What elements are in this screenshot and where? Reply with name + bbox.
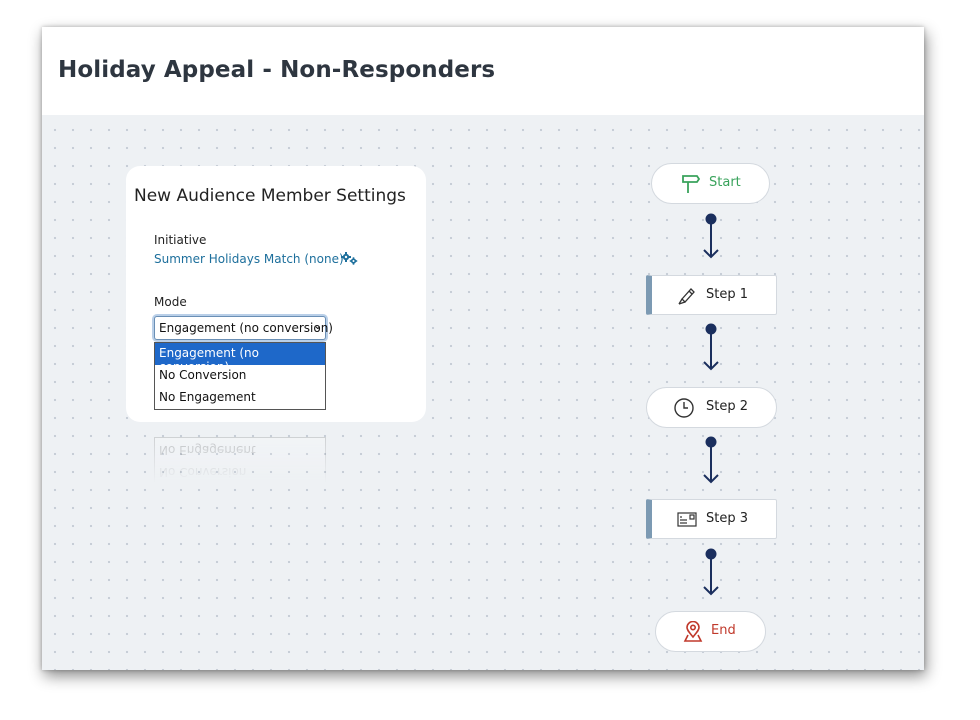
mode-select[interactable]: Engagement (no conversion) ⌄: [154, 316, 333, 340]
page-title: Holiday Appeal - Non-Responders: [58, 57, 496, 83]
connector-arrow: [703, 548, 719, 596]
app-window: Holiday Appeal - Non-Responders New Audi…: [42, 27, 924, 670]
mode-option[interactable]: Engagement (no conversion): [155, 343, 325, 374]
connector-arrow: [703, 323, 719, 371]
flow-connectors: [703, 213, 719, 596]
node-label: Step 1: [706, 287, 749, 302]
mode-dropdown: Engagement (no conversion) No Conversion…: [154, 342, 326, 410]
page-header: Holiday Appeal - Non-Responders: [42, 27, 924, 115]
mode-select-value: Engagement (no conversion): [159, 321, 333, 335]
flow-node-step-3[interactable]: Step 3: [646, 499, 777, 539]
flow-node-step-2[interactable]: Step 2: [646, 387, 777, 428]
postcard-icon: [677, 512, 697, 527]
node-label: Start: [709, 175, 741, 190]
signpost-icon: [682, 175, 701, 193]
flow-node-end[interactable]: End: [655, 611, 766, 652]
location-pin-icon: [683, 621, 703, 642]
initiative-label: Initiative: [154, 233, 207, 247]
flow-node-step-1[interactable]: Step 1: [646, 275, 777, 315]
node-label: End: [711, 623, 736, 638]
node-label: Step 3: [706, 511, 749, 526]
journey-canvas[interactable]: New Audience Member Settings Initiative …: [42, 115, 924, 670]
mode-option[interactable]: No Conversion: [159, 368, 247, 382]
pen-icon: [678, 288, 695, 305]
panel-title: New Audience Member Settings: [134, 186, 406, 206]
node-label: Step 2: [706, 399, 749, 414]
chevron-down-icon: ⌄: [313, 321, 322, 332]
initiative-link[interactable]: Summer Holidays Match (none): [154, 252, 344, 266]
audience-settings-panel: New Audience Member Settings Initiative …: [126, 166, 426, 422]
flow-node-start[interactable]: Start: [651, 163, 770, 204]
connector-arrow: [703, 213, 719, 259]
mode-label: Mode: [154, 295, 187, 309]
gears-icon[interactable]: [341, 252, 359, 266]
mode-option[interactable]: No Engagement: [159, 390, 256, 404]
clock-icon: [674, 398, 694, 418]
connector-arrow: [703, 436, 719, 484]
